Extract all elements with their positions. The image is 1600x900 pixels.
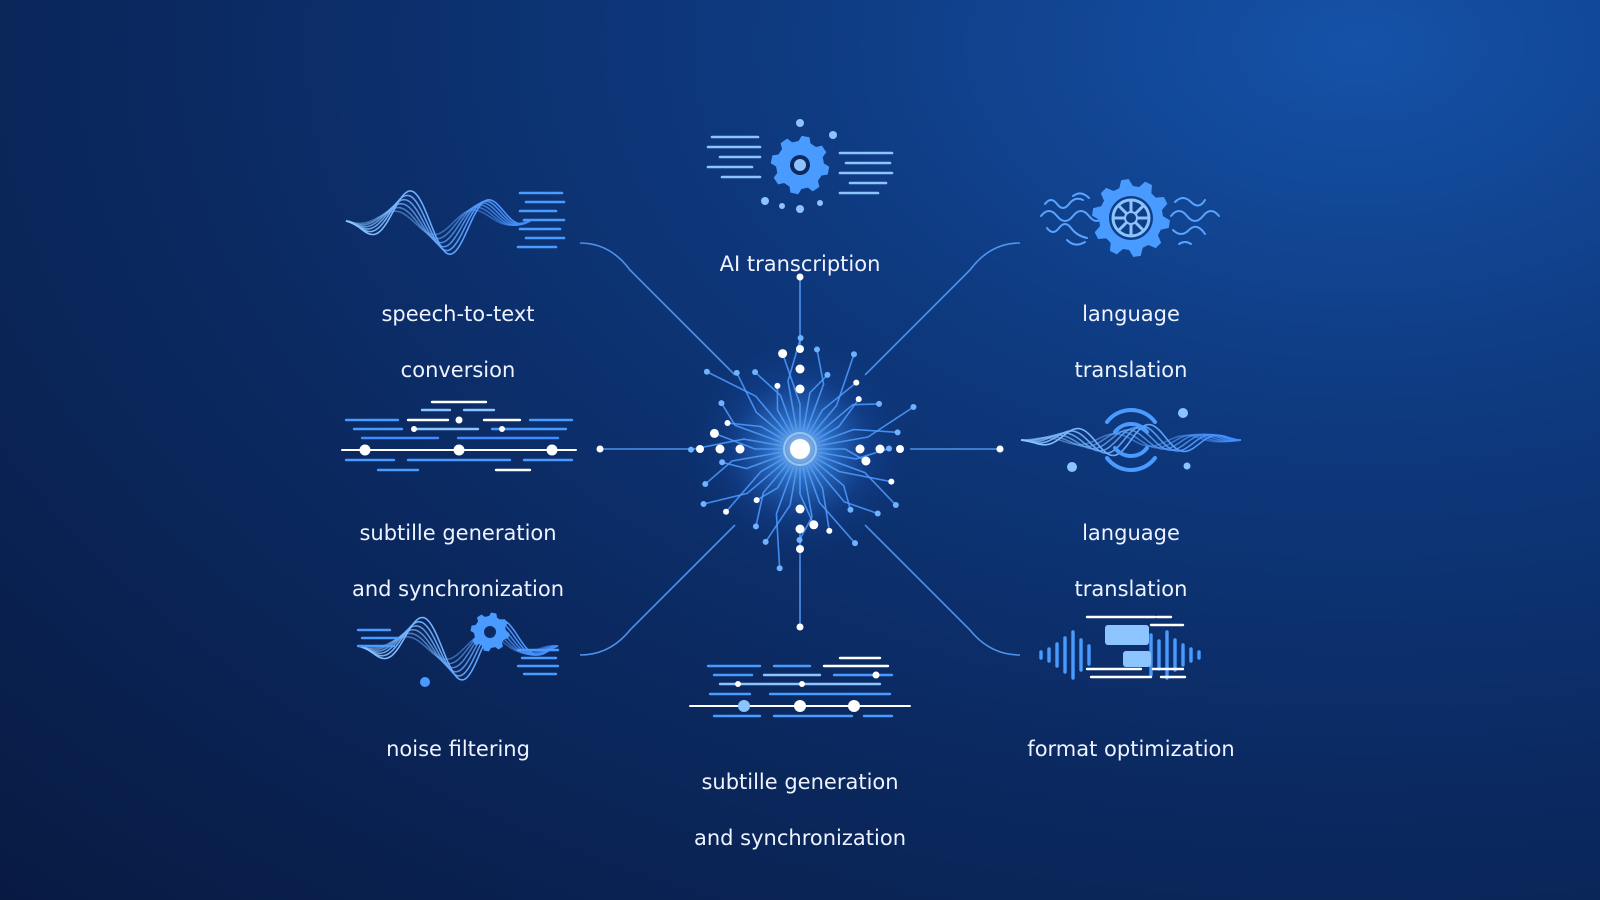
connector-bottom-right	[864, 524, 1021, 656]
node-label-top-right: language translation	[1074, 302, 1188, 382]
node-label-mid-right: language translation	[1074, 521, 1188, 601]
node-label-top: AI transcription	[719, 252, 881, 276]
node-label-bottom-right: format optimization	[1027, 737, 1235, 761]
node-label-bottom-left: noise filtering	[386, 737, 530, 761]
gear-text-icon	[706, 119, 894, 213]
equalizer-document-icon	[1039, 615, 1201, 680]
subtitle-timeline-icon	[341, 400, 577, 472]
wave-gear-icon	[356, 612, 560, 687]
node-label-bottom: subtille generation and synchronization	[694, 770, 906, 850]
connector-end-dots	[596, 273, 1004, 631]
ai-chip-circuit-icon	[680, 329, 920, 572]
connector-top-left	[579, 242, 736, 376]
subtitle-timeline-icon	[689, 656, 911, 718]
gear-wave-icon	[1040, 179, 1220, 257]
waveform-text-icon	[345, 190, 566, 256]
sound-arc-wave-icon	[1020, 408, 1242, 472]
node-label-mid-left: subtille generation and synchronization	[352, 521, 564, 601]
connector-top-right	[864, 242, 1021, 376]
connector-bottom-left	[579, 524, 736, 656]
node-label-top-left: speech-to-text conversion	[381, 302, 535, 382]
